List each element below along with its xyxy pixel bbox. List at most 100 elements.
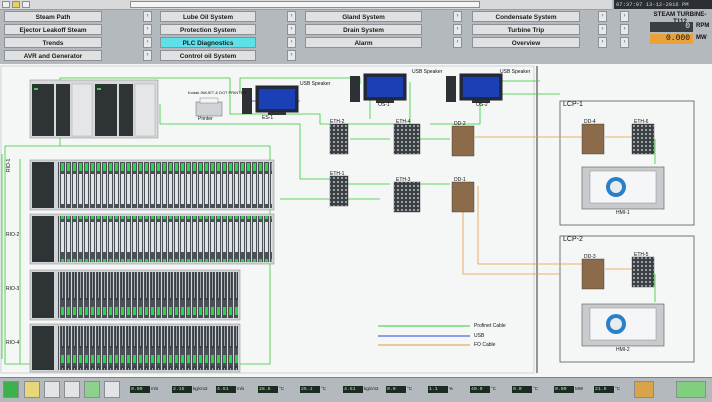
tool-icon[interactable] xyxy=(24,381,40,398)
nav-alarm[interactable]: Alarm xyxy=(305,37,422,48)
status-tag: 21.5°C xyxy=(594,386,621,393)
dd-switches xyxy=(451,123,605,290)
nav-arrow[interactable]: › xyxy=(143,37,152,48)
speed-unit: RPM xyxy=(696,23,710,29)
status-tag: 0.0°C xyxy=(512,386,539,393)
legend-profinet: Profinet Cable xyxy=(474,323,506,329)
rio1-label: RIO-1 xyxy=(6,158,12,172)
nav-plc-diagnostics[interactable]: PLC Diagnostics xyxy=(160,37,256,48)
nav-ejector[interactable]: Ejector Leakoff Steam xyxy=(4,24,102,35)
clock: 07:37:07 13-12-2016 PM xyxy=(614,0,712,9)
nav-arrow[interactable]: › xyxy=(598,24,607,35)
play-icon[interactable] xyxy=(3,381,19,398)
eth6-label: ETH-6 xyxy=(634,119,649,125)
eth-switches xyxy=(329,123,655,288)
dd1-label: DD-1 xyxy=(454,177,466,183)
hmi2-label: HMI-2 xyxy=(616,347,630,353)
rio-rack-4 xyxy=(29,323,241,373)
nav-up-icon[interactable] xyxy=(64,381,80,398)
nav-arrow[interactable]: › xyxy=(598,37,607,48)
turbine-readout: STEAM TURBINE-T112 0 RPM 0.000 MW xyxy=(648,9,712,64)
monitor-os2 xyxy=(446,73,503,103)
legend-usb: USB xyxy=(474,333,485,339)
rio4-label: RIO-4 xyxy=(6,340,20,346)
nav-drain[interactable]: Drain System xyxy=(305,24,422,35)
status-tag: 28.5°C xyxy=(258,386,285,393)
lcp2-box xyxy=(559,235,695,363)
nav-arrow[interactable]: › xyxy=(143,24,152,35)
nav-arrow[interactable]: › xyxy=(143,50,152,61)
nav-arrow[interactable]: › xyxy=(598,11,607,22)
nav-arrow[interactable]: › xyxy=(620,11,629,22)
printer-note: Kodak INKJET & DOT PRINTER xyxy=(188,90,247,95)
eth5-label: ETH-5 xyxy=(634,252,649,258)
legend-fo: FO Cable xyxy=(474,342,496,348)
nav-gland[interactable]: Gland System xyxy=(305,11,422,22)
nav-steam-path[interactable]: Steam Path xyxy=(4,11,102,22)
nav-arrow[interactable]: › xyxy=(143,11,152,22)
refresh-icon[interactable] xyxy=(22,1,30,8)
speaker-icon[interactable] xyxy=(634,381,654,398)
nav-arrow[interactable]: › xyxy=(453,11,462,22)
eth3-label: ETH-3 xyxy=(396,177,411,183)
monitor-es1 xyxy=(242,85,299,115)
folder-icon[interactable] xyxy=(12,1,20,8)
os2-label: OS-2 xyxy=(476,102,488,108)
dd2-label: DD-2 xyxy=(454,121,466,127)
nav-avr-generator[interactable]: AVR and Generator xyxy=(4,50,102,61)
toolbar-field xyxy=(130,1,480,8)
rio2-label: RIO-2 xyxy=(6,232,20,238)
plc-rack xyxy=(29,79,159,139)
monitor-os1 xyxy=(350,73,407,103)
lcp1-label: LCP-1 xyxy=(563,101,583,108)
toolbar-button[interactable] xyxy=(2,1,10,8)
speed-value: 0 xyxy=(650,22,693,32)
turbine-title: STEAM TURBINE-T112 xyxy=(653,11,707,25)
nav-down-icon[interactable] xyxy=(84,381,100,398)
eth2-label: ETH-2 xyxy=(330,119,345,125)
nav-arrow[interactable]: › xyxy=(287,11,296,22)
nav-protection[interactable]: Protection System xyxy=(160,24,256,35)
network-diagram: LCP-1 LCP-2 RIO-1 RIO-2 RIO-3 RIO-4 OS-1… xyxy=(0,64,712,377)
lcp1-box xyxy=(559,100,695,226)
os1-label: OS-1 xyxy=(378,102,390,108)
rio-rack-2 xyxy=(29,213,275,265)
usb-speaker-label-2: USB Speaker xyxy=(412,69,443,75)
hmi1-label: HMI-1 xyxy=(616,210,630,216)
nav-condensate[interactable]: Condensate System xyxy=(472,11,580,22)
acknowledge-icon[interactable] xyxy=(676,381,706,398)
printer-icon xyxy=(195,97,223,117)
rio-rack-3 xyxy=(29,269,241,321)
main-zone-border xyxy=(0,65,535,374)
nav-arrow[interactable]: › xyxy=(453,37,462,48)
status-tag: 25.1°C xyxy=(300,386,327,393)
nav-overview[interactable]: Overview xyxy=(472,37,580,48)
nav-first-icon[interactable] xyxy=(44,381,60,398)
hmi-2 xyxy=(581,303,665,347)
nav-arrow[interactable]: › xyxy=(287,24,296,35)
eth4-label: ETH-4 xyxy=(396,119,411,125)
nav-control-oil[interactable]: Control oil System xyxy=(160,50,256,61)
usb-speaker-label-3: USB Speaker xyxy=(500,69,531,75)
toolbar xyxy=(0,0,612,10)
nav-last-icon[interactable] xyxy=(104,381,120,398)
rio3-label: RIO-3 xyxy=(6,286,20,292)
power-value: 0.000 xyxy=(650,34,693,44)
nav-arrow[interactable]: › xyxy=(620,24,629,35)
top-panel: 07:37:07 13-12-2016 PM Steam Path › Lube… xyxy=(0,0,712,65)
nav-arrow[interactable]: › xyxy=(453,24,462,35)
nav-turbine-trip[interactable]: Turbine Trip xyxy=(472,24,580,35)
nav-arrow[interactable]: › xyxy=(620,37,629,48)
nav-lube-oil[interactable]: Lube Oil System xyxy=(160,11,256,22)
diagram-canvas xyxy=(0,65,695,374)
nav-trends[interactable]: Trends xyxy=(4,37,102,48)
nav-arrow[interactable]: › xyxy=(287,37,296,48)
dd4-label: DD-4 xyxy=(584,119,596,125)
nav-arrow[interactable]: › xyxy=(287,50,296,61)
eth1-label: ETH-1 xyxy=(330,171,345,177)
